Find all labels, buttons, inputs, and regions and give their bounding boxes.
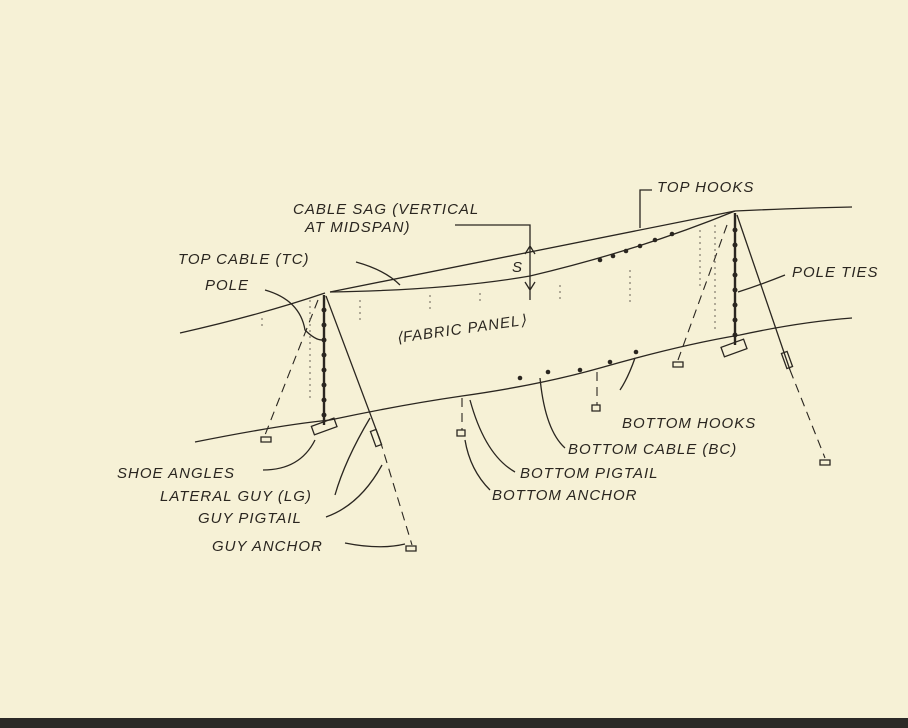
label-pole: POLE xyxy=(205,277,249,294)
left-guy-dashed xyxy=(379,439,413,546)
fabric-texture xyxy=(261,225,716,400)
sag-dimension xyxy=(455,224,536,300)
leader-lines xyxy=(262,189,786,548)
left-guy-turnbuckle xyxy=(369,428,383,448)
bottom-cable xyxy=(194,317,853,443)
label-sag-symbol: S xyxy=(512,259,523,276)
label-fabric-panel: ⟨FABRIC PANEL⟩ xyxy=(395,312,528,347)
right-back-guy xyxy=(677,224,728,361)
right-shoe-angle xyxy=(720,338,748,358)
right-guy-dashed xyxy=(789,369,826,459)
label-guy-pigtail: GUY PIGTAIL xyxy=(198,510,302,527)
bottom-hooks xyxy=(517,349,639,381)
top-cable-right xyxy=(734,206,853,212)
label-bottom-pigtail: BOTTOM PIGTAIL xyxy=(520,465,658,482)
top-chord-line xyxy=(329,210,736,293)
label-guy-anchor: GUY ANCHOR xyxy=(212,538,323,555)
right-guy-turnbuckle xyxy=(780,350,794,370)
bottom-border xyxy=(0,718,908,728)
label-top-cable: TOP CABLE (TC) xyxy=(178,251,310,268)
right-lateral-guy xyxy=(736,214,791,371)
label-bottom-cable: BOTTOM CABLE (BC) xyxy=(568,441,737,458)
label-lateral-guy: LATERAL GUY (LG) xyxy=(160,488,312,505)
label-bottom-anchor: BOTTOM ANCHOR xyxy=(492,487,638,504)
pole-ties xyxy=(321,227,738,418)
label-bottom-hooks: BOTTOM HOOKS xyxy=(622,415,756,432)
label-cable-sag-line2: AT MIDSPAN) xyxy=(304,219,410,236)
top-cable-left xyxy=(179,292,326,334)
anchor-icons xyxy=(260,361,831,552)
left-shoe-angle xyxy=(310,417,338,436)
bottom-pigtails xyxy=(461,372,598,430)
label-pole-ties: POLE TIES xyxy=(792,264,879,281)
left-lateral-guy xyxy=(325,295,381,441)
top-hooks xyxy=(597,231,675,263)
label-cable-sag-line1: CABLE SAG (VERTICAL xyxy=(293,201,479,218)
label-top-hooks: TOP HOOKS xyxy=(657,179,754,196)
label-shoe-angles: SHOE ANGLES xyxy=(117,465,235,482)
left-back-guy xyxy=(264,299,319,436)
